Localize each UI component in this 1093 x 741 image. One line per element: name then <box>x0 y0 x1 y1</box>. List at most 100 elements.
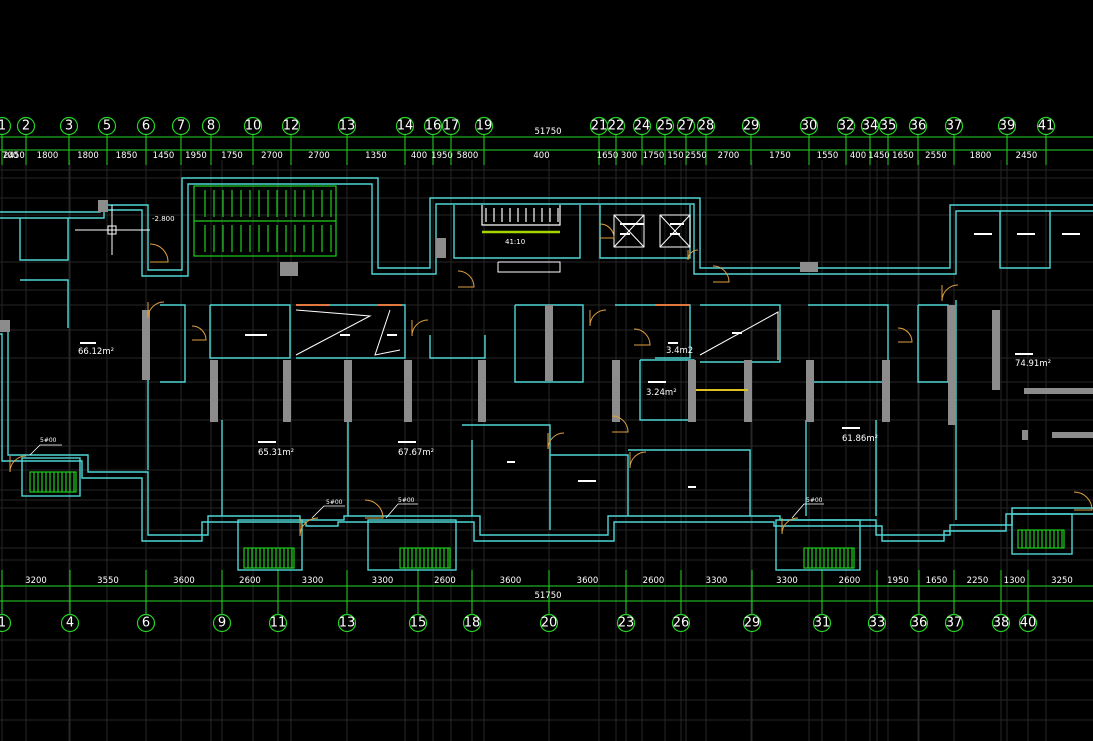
svg-text:6: 6 <box>142 616 150 631</box>
bottom-dimension: 2600 <box>839 576 861 586</box>
dimension-lines <box>0 136 1093 602</box>
svg-text:8: 8 <box>207 119 215 134</box>
area-text-6: 61.86m² <box>842 434 878 444</box>
bottom-axis-bubble-37: 37 <box>944 570 964 633</box>
bottom-dimension: 2600 <box>434 576 456 586</box>
top-axis-bubble-1: 1 <box>0 116 12 165</box>
top-axis-bubble-24: 24 <box>632 116 652 165</box>
svg-text:31: 31 <box>814 616 831 631</box>
bottom-total-dimension: 51750 <box>534 591 561 601</box>
top-dimension: 1850 <box>116 151 138 161</box>
svg-text:26: 26 <box>673 616 690 631</box>
svg-text:18: 18 <box>464 616 481 631</box>
top-axis-bubble-28: 28 <box>696 116 716 165</box>
top-dimension: 300 <box>621 151 637 161</box>
svg-text:35: 35 <box>880 119 897 134</box>
top-axis-bubble-25: 25 <box>655 116 675 165</box>
top-axis-bubble-29: 29 <box>741 116 761 165</box>
bottom-axis-bubble-29: 29 <box>742 570 762 633</box>
area-text-3: 67.67m² <box>398 448 434 458</box>
svg-text:10: 10 <box>245 119 262 134</box>
top-dimension: 1800 <box>37 151 59 161</box>
svg-text:6: 6 <box>142 119 150 134</box>
svg-text:12: 12 <box>283 119 300 134</box>
balcony-label-3: 5#00 <box>398 497 415 504</box>
elevators <box>613 214 691 248</box>
svg-text:1: 1 <box>0 119 6 134</box>
bottom-dimension: 1300 <box>1004 576 1026 586</box>
top-dimension: 2700 <box>261 151 283 161</box>
door-swings <box>9 223 1093 537</box>
svg-text:36: 36 <box>911 616 928 631</box>
top-dimension: 1650 <box>597 151 619 161</box>
area-text-4: 3.4m2 <box>666 346 693 356</box>
top-dimension: 400 <box>411 151 427 161</box>
svg-text:30: 30 <box>801 119 818 134</box>
svg-text:1: 1 <box>0 616 6 631</box>
bottom-axis-bubble-11: 11 <box>268 570 288 633</box>
bottom-dimension: 2600 <box>239 576 261 586</box>
bottom-axis-bubble-33: 33 <box>867 570 887 633</box>
svg-text:37: 37 <box>946 616 963 631</box>
top-axis-bubble-2: 2 <box>16 116 36 165</box>
room-name-marks <box>80 223 1080 488</box>
top-axis-bubble-6: 6 <box>136 116 156 165</box>
top-axis-bubble-13: 13 <box>337 116 357 165</box>
svg-text:23: 23 <box>618 616 635 631</box>
top-dimension: 1750 <box>769 151 791 161</box>
svg-text:25: 25 <box>657 119 674 134</box>
top-axis-bubble-35: 35 <box>878 116 898 165</box>
bottom-axis-bubble-23: 23 <box>616 570 636 633</box>
top-dimension: 1550 <box>817 151 839 161</box>
level-marker <box>75 205 150 255</box>
svg-text:37: 37 <box>946 119 963 134</box>
bottom-axis-bubble-4: 4 <box>60 570 80 633</box>
bottom-dimension: 3200 <box>25 576 47 586</box>
bottom-dimension: 3300 <box>302 576 324 586</box>
svg-text:29: 29 <box>743 119 760 134</box>
top-dimension: 400 <box>533 151 549 161</box>
balcony-label-2: 5#00 <box>326 499 343 506</box>
bottom-dimension: 3550 <box>97 576 119 586</box>
top-axis-bubble-8: 8 <box>201 116 221 165</box>
stairs <box>29 185 1065 569</box>
bottom-dimension: 1950 <box>887 576 909 586</box>
svg-text:19: 19 <box>476 119 493 134</box>
svg-text:21: 21 <box>591 119 608 134</box>
yellow-lines <box>296 304 748 391</box>
svg-text:38: 38 <box>993 616 1010 631</box>
top-dimension: 2550 <box>925 151 947 161</box>
svg-text:34: 34 <box>862 119 879 134</box>
bottom-dimension: 3600 <box>577 576 599 586</box>
top-dimension: 2550 <box>685 151 707 161</box>
top-axis-bubble-22: 22 <box>606 116 626 165</box>
svg-text:9: 9 <box>218 616 226 631</box>
svg-text:5: 5 <box>103 119 111 134</box>
top-dimension: 150 <box>667 151 683 161</box>
top-dimension: 2450 <box>3 151 25 161</box>
top-dimension: 2450 <box>1016 151 1038 161</box>
top-axis-bubble-30: 30 <box>799 116 819 165</box>
area-text-1: 66.12m² <box>78 347 114 357</box>
svg-text:36: 36 <box>910 119 927 134</box>
top-dimension: 700 <box>2 151 18 161</box>
svg-text:2: 2 <box>22 119 30 134</box>
bottom-axis-bubble-15: 15 <box>408 570 428 633</box>
bottom-dimension: 3600 <box>500 576 522 586</box>
svg-text:17: 17 <box>443 119 460 134</box>
bottom-dimension: 2250 <box>967 576 989 586</box>
svg-text:22: 22 <box>608 119 625 134</box>
svg-text:13: 13 <box>339 616 356 631</box>
svg-text:32: 32 <box>838 119 855 134</box>
top-dimension: 1750 <box>643 151 665 161</box>
svg-text:24: 24 <box>634 119 651 134</box>
svg-text:33: 33 <box>869 616 886 631</box>
svg-text:28: 28 <box>698 119 715 134</box>
top-dimension: 1950 <box>431 151 453 161</box>
top-dimension: 2700 <box>718 151 740 161</box>
top-dimension: 1800 <box>77 151 99 161</box>
top-dimension: 2700 <box>308 151 330 161</box>
